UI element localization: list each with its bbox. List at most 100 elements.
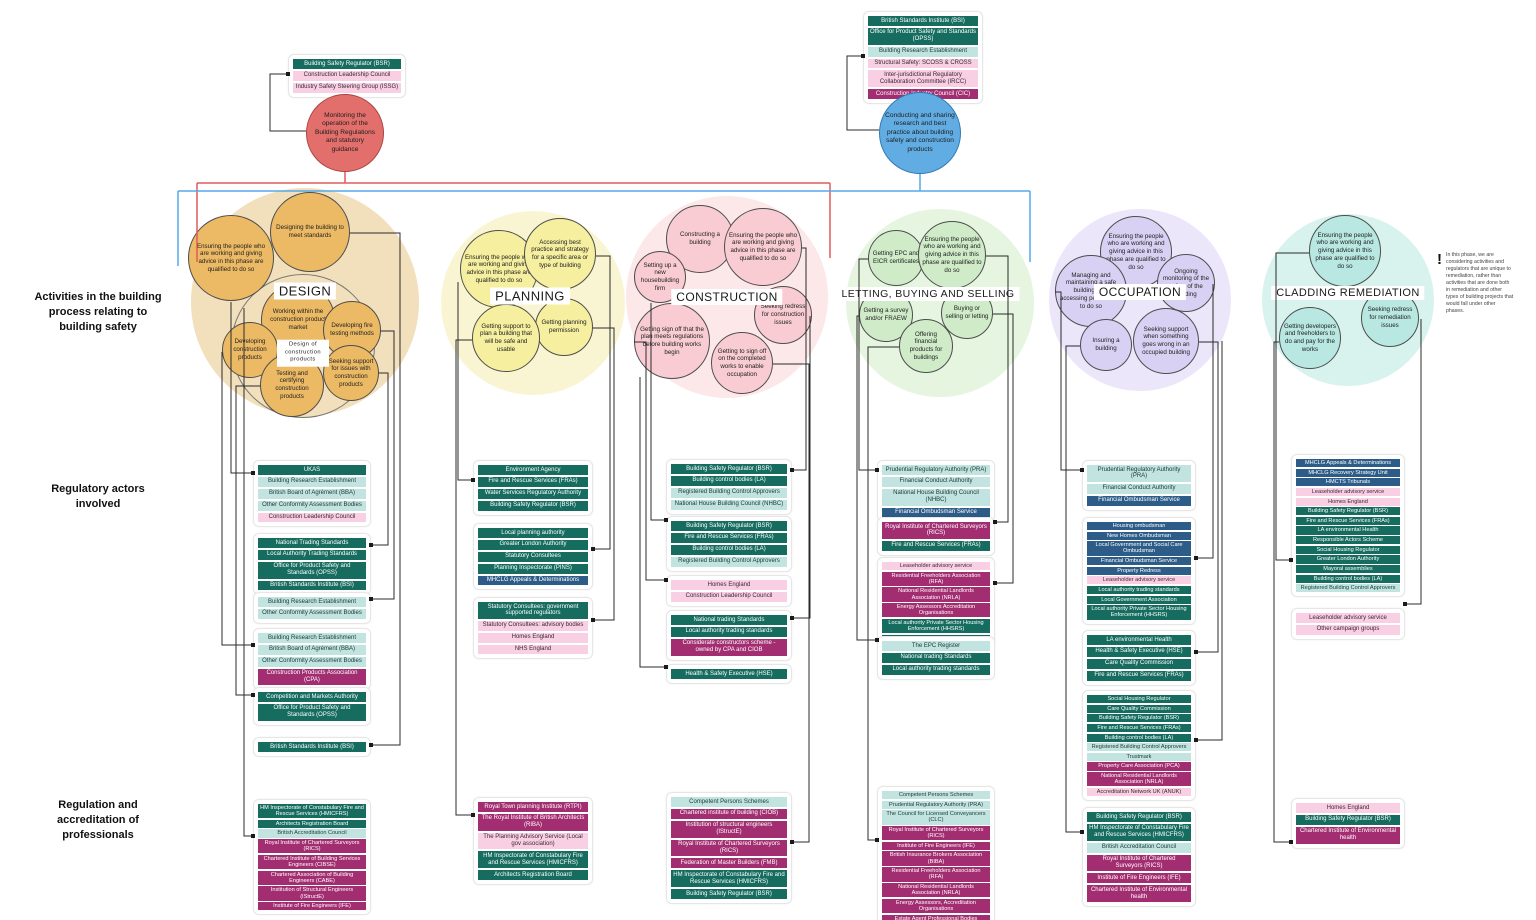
professional-row[interactable]: Competent Persons Schemes [882, 791, 990, 800]
actor-row[interactable]: The EPC Register [882, 641, 990, 651]
actor-row[interactable]: Financial Ombudsman Service [882, 507, 990, 518]
actor-row[interactable]: Local Government Association [1087, 595, 1191, 604]
actor-row[interactable]: Residential Freeholders Association (RFA… [882, 571, 990, 586]
actor-row[interactable]: Housing ombudsman [1087, 522, 1191, 531]
actor-row[interactable]: NHS England [478, 644, 588, 655]
actor-row[interactable]: Office for Product Safety and Standards … [258, 561, 366, 579]
actor-row[interactable]: Statutory Consultees: advisory bodies [478, 620, 588, 631]
professional-row[interactable]: British Accreditation Council [1087, 842, 1191, 853]
actor-row[interactable]: Fire and Rescue Services (FRAs) [1087, 670, 1191, 681]
actor-row[interactable]: Fire and Rescue Services (FRAs) [671, 532, 787, 543]
actor-row[interactable]: Local authority trading standards [1087, 585, 1191, 595]
professional-row[interactable]: Building Safety Regulator (BSR) [1087, 812, 1191, 822]
professional-row[interactable]: Chartered Institute of Environmental hea… [1296, 826, 1400, 844]
professional-row[interactable]: British Accreditation Council [258, 829, 366, 838]
activity-circle[interactable]: Accessing best practice and strategy for… [524, 218, 596, 290]
professional-row[interactable]: Prudential Regulatory Authority (PRA) [882, 800, 990, 809]
actor-row[interactable]: Financial Ombudsman Service [1087, 495, 1191, 506]
actor-row[interactable]: Financial Conduct Authority [1087, 483, 1191, 494]
professional-row[interactable]: HM Inspectorate of Constabulary Fire and… [258, 804, 366, 819]
actor-row[interactable]: Building Safety Regulator (BSR) [1296, 507, 1400, 516]
actor-row[interactable]: New Homes Ombudsman [1087, 531, 1191, 540]
professional-row[interactable]: Chartered Association of Building Engine… [258, 870, 366, 885]
actor-row[interactable]: Building Research Establishment [258, 597, 366, 607]
actor-row[interactable]: Fire and Rescue Services (FRAs) [882, 540, 990, 551]
actor-row[interactable]: Property Redress [1087, 566, 1191, 575]
actor-row[interactable]: Leaseholder advisory service [882, 562, 990, 571]
actor-row[interactable]: Registered Building Control Approvers [671, 487, 787, 498]
actor-row[interactable]: Care Quality Commission [1087, 658, 1191, 669]
activity-circle[interactable]: Getting EPC and EICR certificates [868, 230, 924, 286]
actor-row[interactable]: Local authority trading standards [882, 664, 990, 675]
professional-row[interactable]: HM Inspectorate of Constabulary Fire and… [671, 870, 787, 888]
legend-row[interactable]: Building Safety Regulator (BSR) [293, 59, 401, 69]
actor-row[interactable]: Building Research Establishment [258, 633, 366, 643]
actor-row[interactable]: HMCTS Tribunals [1296, 478, 1400, 487]
actor-row[interactable]: Building control bodies (LA) [1087, 733, 1191, 742]
professional-row[interactable]: Building Safety Regulator (BSR) [1296, 814, 1400, 825]
actor-row[interactable]: Local planning authority [478, 528, 588, 538]
root-circle-monitoring[interactable]: Monitoring the operation of the Building… [306, 94, 384, 172]
actor-row[interactable]: MHCLG Appeals & Determinations [478, 575, 588, 586]
actor-row[interactable]: Construction Leadership Council [671, 591, 787, 602]
actor-row[interactable]: MHCLG Appeals & Determinations [1296, 459, 1400, 468]
actor-row[interactable]: Registered Building Control Approvers [671, 556, 787, 567]
professional-row[interactable]: Chartered institute of building (CIOB) [671, 808, 787, 819]
professional-row[interactable]: The Royal Institute of British Architect… [478, 813, 588, 831]
actor-row[interactable]: Construction Products Association (CPA) [258, 668, 366, 686]
actor-row[interactable]: Local Government and Social Care Ombudsm… [1087, 541, 1191, 556]
actor-row[interactable]: British Board of Agrément (BBA) [258, 644, 366, 655]
actor-row[interactable]: Building Safety Regulator (BSR) [671, 521, 787, 531]
professional-row[interactable]: The Planning Advisory Service (Local gov… [478, 832, 588, 850]
actor-row[interactable]: Health & Safety Executive (HSE) [671, 669, 787, 679]
actor-row[interactable]: MHCLG Recovery Strategy Unit [1296, 468, 1400, 477]
actor-row[interactable]: Local authority trading standards [671, 626, 787, 637]
actor-row[interactable]: Considerate constructors scheme - owned … [671, 638, 787, 656]
professional-row[interactable]: Competent Persons Schemes [671, 797, 787, 807]
actor-row[interactable]: Leaseholder advisory service [1296, 487, 1400, 497]
professional-row[interactable]: Royal Institute of Chartered Surveyors (… [1087, 854, 1191, 872]
actor-row[interactable]: Building control bodies (LA) [1296, 574, 1400, 583]
actor-row[interactable]: Fire and Rescue Services (FRAs) [1087, 723, 1191, 733]
legend-row[interactable]: Industry Safety Steering Group (ISSG) [293, 82, 401, 93]
actor-row[interactable]: Prudential Regulatory Authority (PRA) [882, 465, 990, 475]
actor-row[interactable]: Royal Institute of Chartered Surveyors (… [882, 522, 990, 539]
activity-circle[interactable]: Ensuring the people who are working and … [188, 215, 274, 301]
actor-row[interactable]: Property Care Association (PCA) [1087, 762, 1191, 771]
actor-row[interactable]: British Standards Institute (BSI) [258, 742, 366, 752]
activity-circle[interactable]: Getting developers and freeholders to do… [1279, 307, 1341, 369]
actor-row[interactable]: Water Services Regulatory Authority [478, 488, 588, 499]
actor-row[interactable]: National Residential Landlords Associati… [882, 587, 990, 602]
actor-row[interactable]: National Trading Standards [258, 538, 366, 548]
actor-row[interactable]: Fire and Rescue Services (FRAs) [1296, 516, 1400, 525]
actor-row[interactable]: Responsible Actors Scheme [1296, 536, 1400, 545]
legend-row[interactable]: Building Research Establishment [868, 46, 978, 57]
actor-row[interactable]: Social Housing Regulator [1296, 545, 1400, 554]
professional-row[interactable]: Institute of Fire Engineers (IFE) [882, 841, 990, 850]
professional-row[interactable]: Chartered Institute of Building Services… [258, 854, 366, 870]
actor-row[interactable]: Building Safety Regulator (BSR) [478, 500, 588, 511]
actor-row[interactable]: British Standards Institute (BSI) [258, 580, 366, 591]
activity-circle[interactable]: Ensuring the people who are working and … [724, 208, 802, 286]
actor-row[interactable]: Environment Agency [478, 465, 588, 475]
activity-circle[interactable]: Offering financial products for building… [899, 319, 953, 373]
actor-row[interactable]: UKAS [258, 465, 366, 475]
actor-row[interactable]: LA environmental Health [1296, 526, 1400, 535]
actor-row[interactable]: Homes England [1296, 497, 1400, 506]
legend-row[interactable]: Construction Leadership Council [293, 70, 401, 81]
legend-row[interactable]: Inter-jurisdictional Regulatory Collabor… [868, 70, 978, 88]
actor-row[interactable]: Planning Inspectorate (PINS) [478, 563, 588, 574]
activity-circle[interactable]: Insuring a building [1080, 319, 1132, 371]
actor-row[interactable]: LA environmental Health [1087, 635, 1191, 645]
actor-row[interactable]: Social Housing Regulator [1087, 695, 1191, 704]
professional-row[interactable]: The Council for Licensed Conveyancers (C… [882, 810, 990, 825]
professional-row[interactable]: Estate Agent Professional Bodies [882, 914, 990, 920]
professional-row[interactable]: Royal Town planning Institute (RTPI) [478, 802, 588, 812]
actor-row[interactable]: Health & Safety Executive (HSE) [1087, 646, 1191, 657]
actor-row[interactable]: National trading Standards [882, 652, 990, 663]
actor-row[interactable]: Building control bodies (LA) [671, 475, 787, 486]
actor-row[interactable]: Local authority Private Sector Housing E… [882, 618, 990, 634]
actor-row[interactable]: National trading Standards [671, 615, 787, 625]
professional-row[interactable]: Royal Institute of Chartered Surveyors (… [671, 839, 787, 857]
activity-circle[interactable]: Ensuring the people who are working and … [918, 221, 986, 289]
